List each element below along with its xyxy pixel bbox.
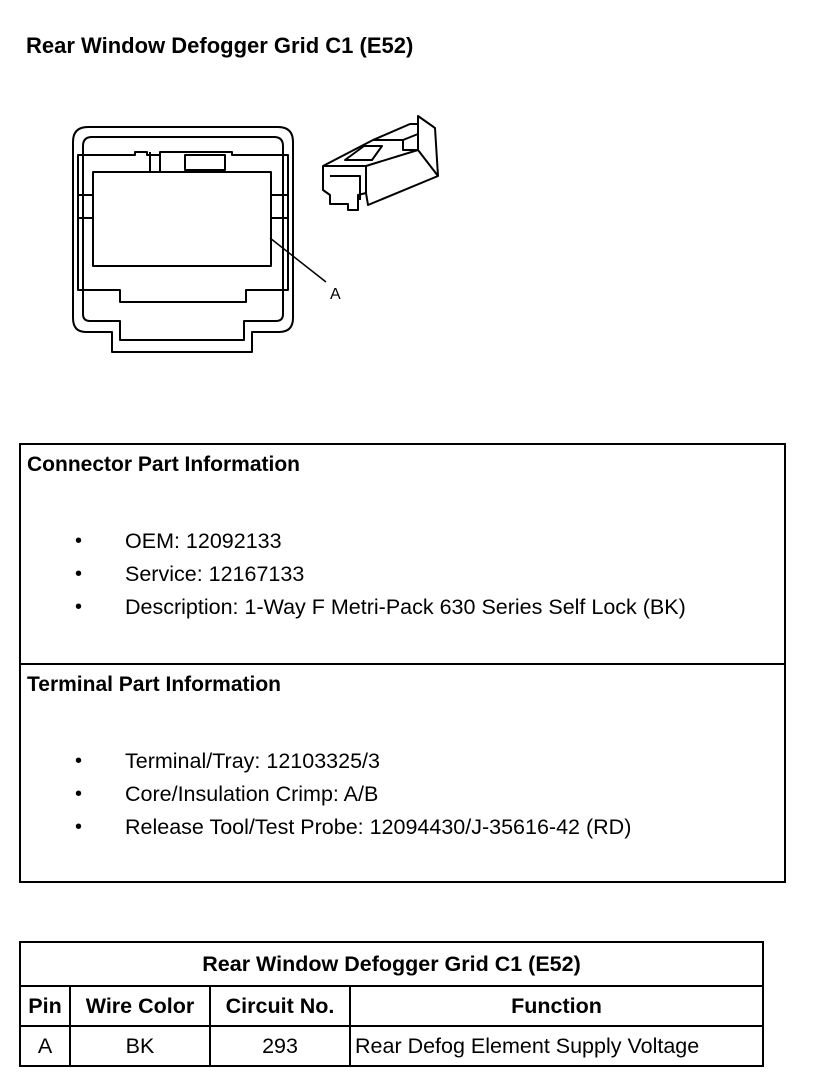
pin-header: Pin xyxy=(19,985,71,1027)
connector-housing-inner xyxy=(82,136,284,341)
function-header: Function xyxy=(349,985,764,1027)
circuit-no-cell: 293 xyxy=(209,1025,351,1067)
terminal-part-info: Terminal Part Information •Terminal/Tray… xyxy=(21,663,784,881)
bullet-icon: • xyxy=(75,563,83,585)
connector-cavity xyxy=(77,151,289,303)
pin-table-title: Rear Window Defogger Grid C1 (E52) xyxy=(19,941,764,987)
pin-cell: A xyxy=(19,1025,71,1067)
table-row: A BK 293 Rear Defog Element Supply Volta… xyxy=(19,1025,764,1067)
connector-part-info: Connector Part Information •OEM: 1209213… xyxy=(21,445,784,663)
terminal-a xyxy=(92,171,272,267)
bullet-icon: • xyxy=(75,596,83,618)
page-title: Rear Window Defogger Grid C1 (E52) xyxy=(26,33,414,58)
pin-table: Rear Window Defogger Grid C1 (E52) Pin W… xyxy=(19,941,764,1067)
circuit-no-header: Circuit No. xyxy=(209,985,351,1027)
wire-color-cell: BK xyxy=(69,1025,211,1067)
connector-drawing: A xyxy=(72,115,439,353)
bullet-icon: • xyxy=(75,750,83,772)
function-cell: Rear Defog Element Supply Voltage xyxy=(349,1025,764,1067)
callout-label: A xyxy=(330,286,341,303)
connector-part-info-heading: Connector Part Information xyxy=(27,453,301,476)
terminal-part-info-heading: Terminal Part Information xyxy=(27,673,281,696)
bullet-icon: • xyxy=(75,783,83,805)
connector-3d-view xyxy=(322,115,439,211)
bullet-icon: • xyxy=(75,816,83,838)
part-info-box: Connector Part Information •OEM: 1209213… xyxy=(19,443,786,883)
callout-leader xyxy=(269,237,327,283)
wire-color-header: Wire Color xyxy=(69,985,211,1027)
connector-housing-outline xyxy=(72,126,294,353)
bullet-icon: • xyxy=(75,530,83,552)
